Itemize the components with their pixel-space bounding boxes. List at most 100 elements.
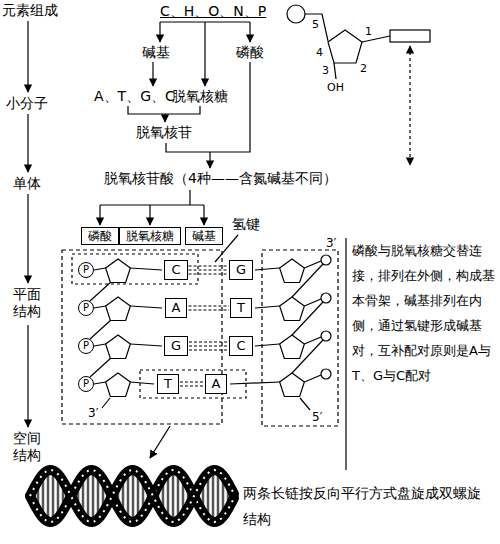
- flow-arrow: [27, 325, 28, 427]
- bond-line: [94, 268, 106, 270]
- base-rect: [390, 30, 430, 42]
- strand-frame: [262, 250, 338, 426]
- backbone-line: [300, 398, 310, 410]
- flow-arrow: [204, 22, 205, 86]
- bond-line: [130, 306, 162, 308]
- base-box: C: [229, 336, 252, 356]
- base-box: A: [165, 298, 188, 318]
- flow-arrow: [27, 194, 28, 283]
- molecule-label: 碱基: [142, 44, 170, 61]
- phosphate-circle: [321, 255, 331, 265]
- phosphate-circle: P: [78, 300, 94, 316]
- hydrogen-bond: [189, 342, 228, 350]
- bond-line: [130, 382, 154, 384]
- component-box: 脱氧核糖: [119, 227, 181, 245]
- flow-arrow: [249, 22, 250, 42]
- base-rung: [212, 470, 215, 522]
- branch-line: [189, 190, 190, 205]
- node-text: A: [172, 300, 181, 316]
- bond-dash: [189, 270, 228, 271]
- sugar-ring: [280, 335, 305, 359]
- base-box: A: [205, 374, 228, 394]
- base-rung: [132, 470, 135, 522]
- helix-strand: [30, 470, 234, 522]
- bond-line: [130, 268, 162, 270]
- base-rung: [87, 471, 90, 521]
- carbon-number: 3: [322, 64, 329, 77]
- node-text: P: [79, 377, 93, 391]
- sugar-ring: [106, 297, 131, 321]
- flow-arrow: [27, 21, 28, 92]
- phosphate-circle: P: [78, 262, 94, 278]
- description-text: 磷酸与脱氧核糖交替连接，排列在外侧，构成基本骨架，碱基排列在内侧，通过氢键形成碱…: [352, 238, 498, 388]
- phosphate-circle: [321, 331, 331, 341]
- node-text: 碱基: [192, 229, 216, 243]
- flow-arrow: [159, 22, 160, 42]
- end-label: 5′: [312, 410, 322, 424]
- helix-strand: [30, 470, 234, 522]
- sugar-ring: [106, 335, 131, 359]
- phosphate-circle: [287, 5, 305, 23]
- flow-arrow: [164, 114, 165, 122]
- flow-arrow: [209, 152, 210, 168]
- base-box: T: [230, 298, 252, 318]
- base-rung: [52, 470, 55, 521]
- bond-line: [255, 344, 280, 346]
- base-rung: [92, 470, 95, 522]
- bond-dash: [189, 346, 228, 347]
- flow-arrow: [99, 205, 100, 225]
- correspondence-arrow: [409, 46, 410, 165]
- bond-line: [255, 306, 280, 308]
- bond-label: 氢键: [232, 216, 260, 233]
- stage-label: 单体: [13, 175, 41, 192]
- backbone-line: [90, 283, 110, 301]
- bond-line: [230, 382, 280, 384]
- flow-arrow: [149, 205, 150, 225]
- backbone-line: [102, 398, 110, 408]
- node-text: P: [79, 339, 93, 353]
- carbon-number: 2: [360, 62, 367, 75]
- carbon-number: 1: [365, 25, 372, 38]
- node-text: P: [79, 263, 93, 277]
- backbone-line: [90, 359, 110, 377]
- text-bracket: [345, 238, 346, 470]
- bond-line: [304, 337, 321, 344]
- bond-line: [334, 63, 336, 79]
- flow-arrow: [203, 205, 204, 225]
- flow-arrow: [27, 114, 28, 172]
- branch-line: [100, 204, 204, 205]
- end-label: 3′: [326, 236, 336, 250]
- backbone-line: [90, 321, 110, 339]
- bond-dash: [189, 274, 228, 275]
- sugar-ring: [280, 297, 305, 321]
- merge-bracket: [128, 106, 200, 114]
- nucleotide-frame: [72, 254, 198, 284]
- flow-arrow: [152, 62, 153, 86]
- hydrogen-bond: [180, 382, 204, 386]
- node-text: G: [171, 338, 181, 354]
- bond-line: [130, 344, 162, 346]
- stage-label: 元素组成: [2, 2, 58, 19]
- base-rung: [172, 470, 175, 522]
- node-text: T: [164, 376, 172, 392]
- monomer-label: 脱氧核苷酸（4种——含氮碱基不同）: [104, 170, 337, 187]
- bond-line: [94, 344, 106, 346]
- bond-dash: [189, 342, 228, 343]
- element-label: C、H、O、N、P: [160, 3, 266, 20]
- bond-line: [94, 306, 106, 308]
- strand-drawing: [90, 255, 331, 397]
- base-rung: [217, 471, 220, 521]
- carbon-number: 5: [312, 18, 319, 31]
- double-helix: [30, 470, 234, 522]
- sugar-ring: [280, 373, 305, 397]
- phosphate-circle: P: [78, 338, 94, 354]
- base-box: G: [229, 260, 253, 280]
- node-text: C: [236, 338, 245, 354]
- sugar-ring: [328, 30, 362, 63]
- bond-dash: [180, 386, 204, 387]
- bond-line: [94, 382, 106, 384]
- bond-dash: [189, 266, 228, 267]
- node-text: A: [212, 376, 221, 392]
- molecule-label: 脱氧核苷: [136, 124, 192, 141]
- bond-dash: [180, 382, 204, 383]
